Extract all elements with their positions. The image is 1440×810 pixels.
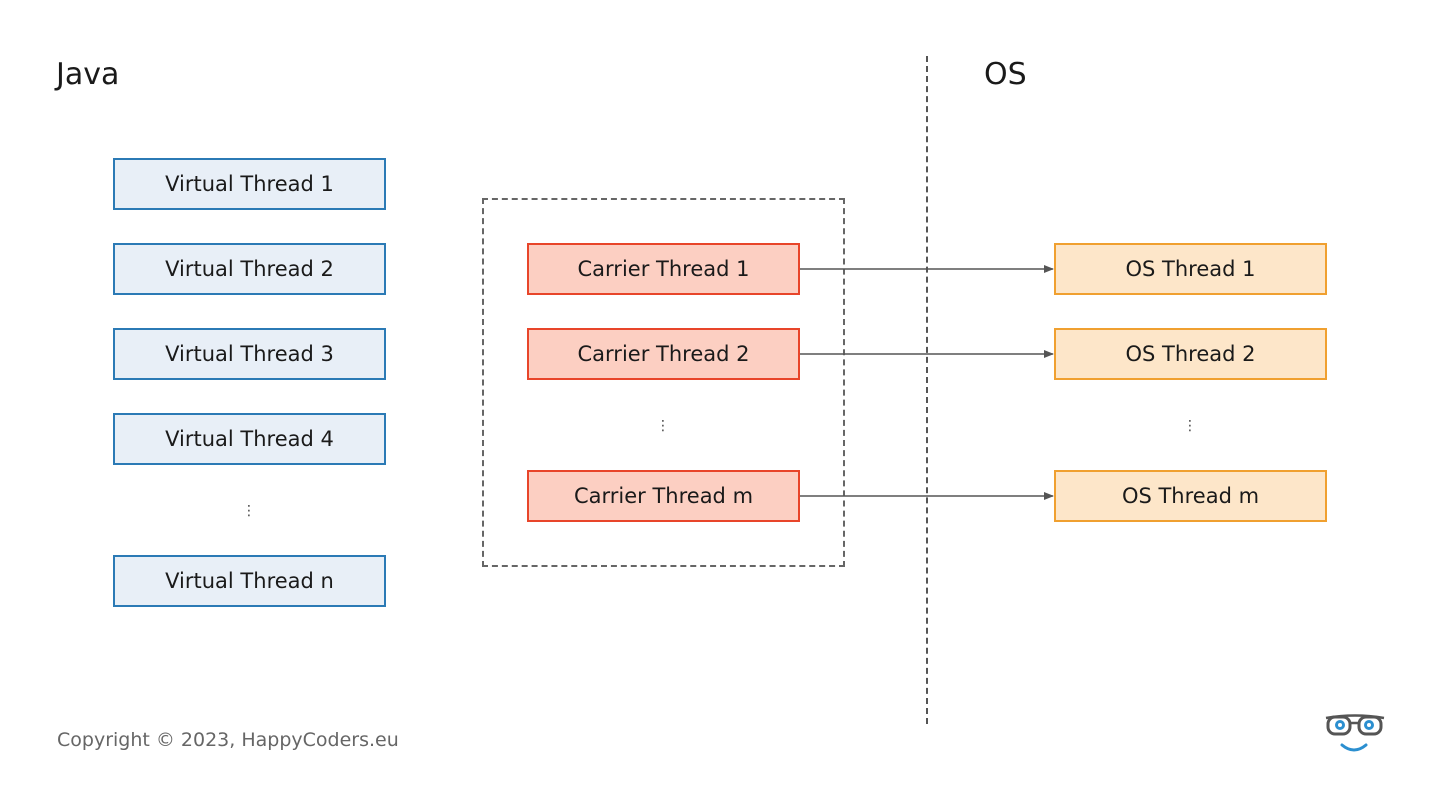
- virtual-thread-3: Virtual Thread 3: [113, 328, 386, 380]
- carrier-thread-1: Carrier Thread 1: [527, 243, 800, 295]
- virtual-thread-2: Virtual Thread 2: [113, 243, 386, 295]
- os-thread-2: OS Thread 2: [1054, 328, 1327, 380]
- java-heading: Java: [56, 57, 120, 92]
- os-threads-ellipsis: ⋮: [1183, 418, 1197, 434]
- virtual-threads-ellipsis: ⋮: [242, 503, 256, 519]
- virtual-thread-1: Virtual Thread 1: [113, 158, 386, 210]
- virtual-thread-4: Virtual Thread 4: [113, 413, 386, 465]
- glasses-smiley-icon: [1325, 714, 1385, 752]
- java-os-divider: [926, 56, 928, 724]
- os-heading: OS: [984, 57, 1027, 92]
- os-thread-1: OS Thread 1: [1054, 243, 1327, 295]
- carrier-thread-pool: [482, 198, 845, 567]
- copyright-notice: Copyright © 2023, HappyCoders.eu: [57, 729, 399, 751]
- os-thread-m: OS Thread m: [1054, 470, 1327, 522]
- carrier-threads-ellipsis: ⋮: [656, 418, 670, 434]
- carrier-thread-m: Carrier Thread m: [527, 470, 800, 522]
- carrier-thread-2: Carrier Thread 2: [527, 328, 800, 380]
- virtual-thread-n: Virtual Thread n: [113, 555, 386, 607]
